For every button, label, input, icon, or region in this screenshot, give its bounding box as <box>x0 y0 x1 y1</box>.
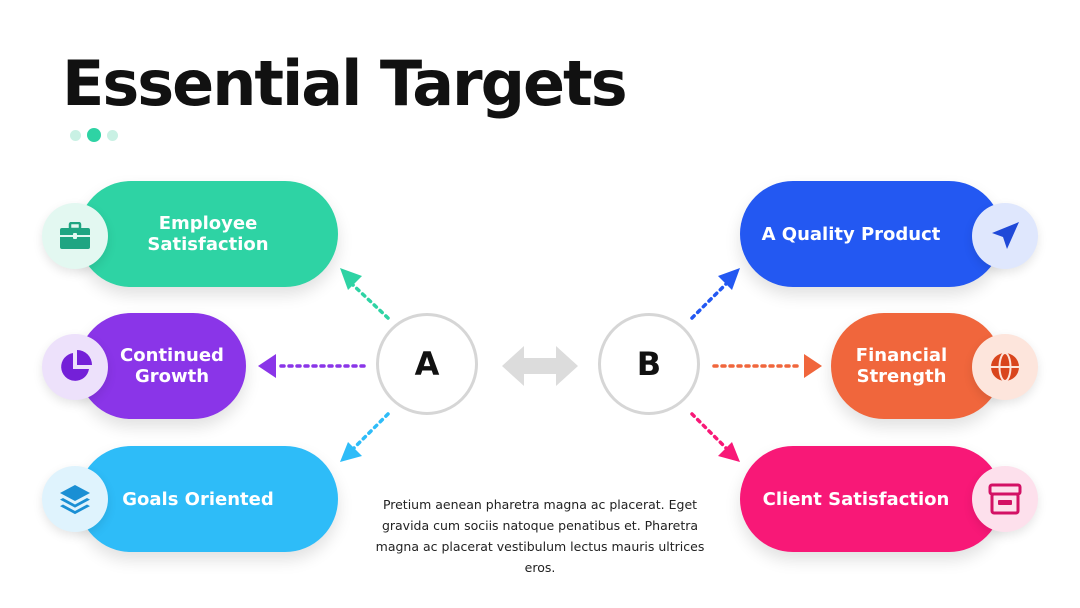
arrowhead-a-employee <box>340 268 362 290</box>
icon-circle-financial <box>972 334 1038 400</box>
target-label: Employee Satisfaction <box>147 213 269 255</box>
briefcase-icon <box>60 222 90 249</box>
arrowhead-a-growth <box>258 354 276 378</box>
description-text: Pretium aenean pharetra magna ac placera… <box>375 497 705 575</box>
target-client-satisfaction: Client Satisfaction <box>740 446 1002 552</box>
globe-icon <box>991 352 1019 382</box>
layers-icon <box>60 485 90 515</box>
icon-circle-goals <box>42 466 108 532</box>
dot <box>107 129 118 141</box>
pie-chart-icon <box>61 350 92 381</box>
target-label: Goals Oriented <box>122 488 274 510</box>
dot-active <box>87 128 101 142</box>
target-employee-satisfaction: Employee Satisfaction <box>78 181 338 287</box>
paper-plane-icon <box>992 222 1019 249</box>
arrowhead-b-financial <box>804 354 822 378</box>
target-label: Client Satisfaction <box>762 488 950 510</box>
target-quality-product: A Quality Product <box>740 181 1002 287</box>
node-b: B <box>598 313 700 415</box>
target-label: Financial Strength <box>855 345 948 387</box>
icon-circle-client <box>972 466 1038 532</box>
icon-circle-growth <box>42 334 108 400</box>
arrow-b-client <box>690 412 728 450</box>
icon-circle-employee <box>42 203 108 269</box>
arrowhead-a-goals <box>340 442 362 462</box>
target-goals-oriented: Goals Oriented <box>78 446 338 552</box>
arrowhead-b-client <box>718 442 740 462</box>
icon-circle-quality <box>972 203 1038 269</box>
node-a: A <box>376 313 478 415</box>
dot <box>70 129 81 141</box>
page-title: Essential Targets <box>62 47 628 120</box>
store-icon <box>988 483 1022 515</box>
arrow-a-goals <box>352 412 390 450</box>
target-label: A Quality Product <box>761 223 941 245</box>
target-label: Continued Growth <box>120 345 224 387</box>
pagination-dots <box>70 128 118 142</box>
arrow-b-quality <box>690 282 728 320</box>
arrowhead-b-quality <box>718 268 740 290</box>
arrow-a-employee <box>350 282 390 320</box>
double-arrow-icon <box>502 346 578 386</box>
